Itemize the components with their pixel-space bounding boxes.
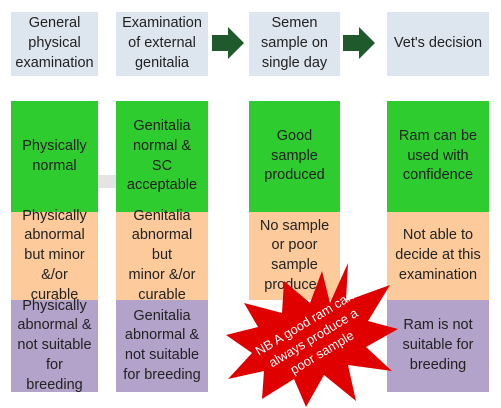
not-able-to-decide-cell: Not able to decide at this examination [387, 212, 489, 300]
header-label: Examination of external genitalia [122, 15, 202, 71]
header-vets-decision: Vet's decision [387, 12, 489, 76]
header-label: General physical examination [15, 15, 94, 71]
physically-abnormal-minor-cell: Physically abnormal but minor &/or curab… [11, 208, 98, 303]
right-arrow-icon [343, 27, 375, 59]
cell-label: Ram is not suitable for breeding [402, 317, 474, 373]
genitalia-normal-cell: Genitalia normal & SC acceptable [116, 101, 208, 212]
cell-label: No sample or poor sample produced [259, 217, 330, 293]
cell-label: Physically normal [22, 137, 87, 174]
header-label: Semen sample on single day [261, 15, 328, 71]
cell-label: Genitalia abnormal & not suitable for br… [123, 307, 201, 383]
good-sample-cell: Good sample produced [249, 101, 340, 212]
physically-abnormal-unsuitable-cell: Physically abnormal & not suitable for b… [11, 298, 98, 393]
cell-label: Ram can be used with confidence [398, 127, 478, 184]
starburst-callout: NB A good ram can always produce a poor … [226, 263, 398, 407]
cell-label: Genitalia abnormal but minor &/or curabl… [128, 207, 196, 303]
cell-label: Good sample produced [264, 127, 325, 184]
header-semen-sample: Semen sample on single day [249, 12, 340, 76]
genitalia-abnormal-unsuitable-cell: Genitalia abnormal & not suitable for br… [116, 300, 208, 392]
header-general-physical-examination: General physical examination [11, 12, 98, 76]
cell-label: Genitalia normal & SC acceptable [126, 118, 198, 194]
starburst-icon [226, 263, 398, 407]
header-external-genitalia: Examination of external genitalia [116, 12, 208, 76]
ram-not-suitable-cell: Ram is not suitable for breeding [387, 300, 489, 392]
header-label: Vet's decision [393, 35, 483, 52]
no-sample-cell: No sample or poor sample produced [249, 212, 340, 300]
cell-label: Physically abnormal but minor &/or curab… [22, 207, 87, 303]
right-arrow-icon [212, 27, 244, 59]
cell-label: Not able to decide at this examination [395, 227, 481, 283]
ram-can-be-used-cell: Ram can be used with confidence [387, 101, 489, 212]
cell-label: Physically abnormal & not suitable for b… [17, 297, 92, 393]
genitalia-abnormal-minor-cell: Genitalia abnormal but minor &/or curabl… [116, 208, 208, 303]
physically-normal-cell: Physically normal [11, 101, 98, 212]
connector-line [98, 175, 116, 188]
